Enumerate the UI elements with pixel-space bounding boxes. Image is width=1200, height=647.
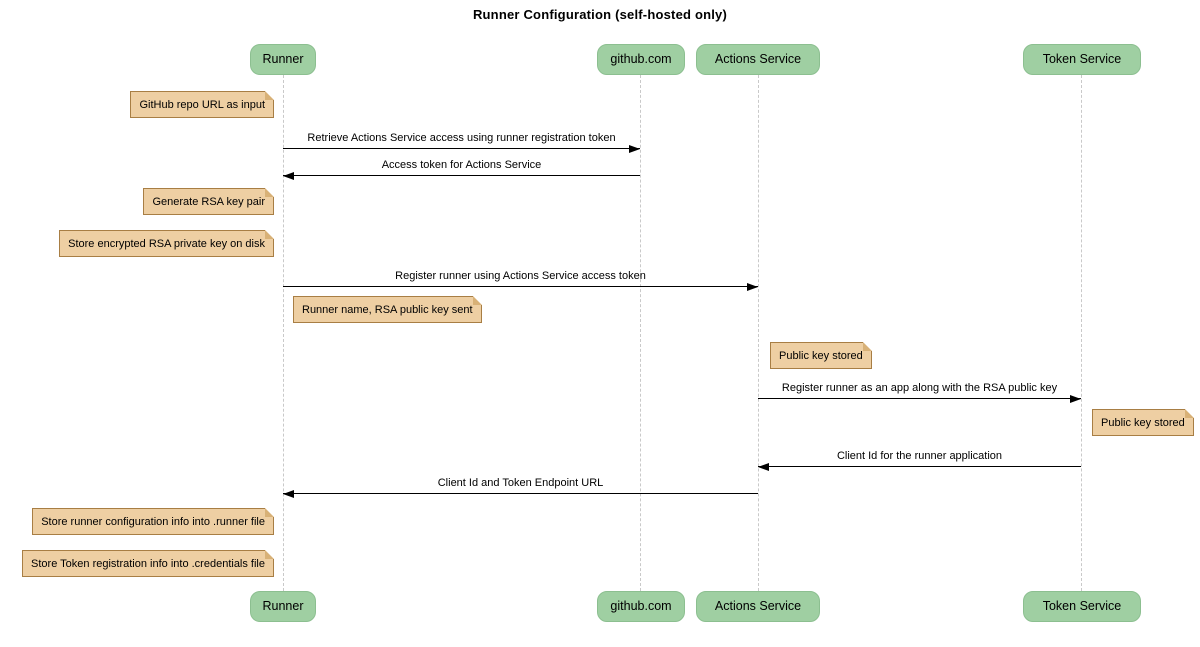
note: GitHub repo URL as input <box>130 91 274 118</box>
message-label: Client Id for the runner application <box>836 450 1003 462</box>
message-line <box>283 493 758 494</box>
participant-actions-service-bottom: Actions Service <box>696 591 820 622</box>
note: Public key stored <box>1092 409 1194 436</box>
participant-github-bottom: github.com <box>597 591 685 622</box>
message-label: Register runner as an app along with the… <box>781 382 1058 394</box>
arrowhead-right-icon <box>1070 395 1081 403</box>
arrowhead-right-icon <box>747 283 758 291</box>
note: Store runner configuration info into .ru… <box>32 508 274 535</box>
participant-token-service-bottom: Token Service <box>1023 591 1141 622</box>
participant-runner-bottom: Runner <box>250 591 316 622</box>
message-line <box>758 398 1081 399</box>
diagram-title: Runner Configuration (self-hosted only) <box>472 7 728 22</box>
note: Generate RSA key pair <box>143 188 274 215</box>
message-line <box>283 148 640 149</box>
participant-github-top: github.com <box>597 44 685 75</box>
arrowhead-left-icon <box>283 490 294 498</box>
note: Runner name, RSA public key sent <box>293 296 482 323</box>
message-line <box>283 286 758 287</box>
participant-runner-top: Runner <box>250 44 316 75</box>
message-label: Retrieve Actions Service access using ru… <box>307 132 616 144</box>
participant-token-service-top: Token Service <box>1023 44 1141 75</box>
participant-actions-service-top: Actions Service <box>696 44 820 75</box>
lifeline-runner <box>283 75 284 591</box>
note: Public key stored <box>770 342 872 369</box>
message-label: Access token for Actions Service <box>381 159 542 171</box>
message-line <box>758 466 1081 467</box>
lifeline-token-service <box>1081 75 1082 591</box>
message-label: Client Id and Token Endpoint URL <box>437 477 604 489</box>
message-line <box>283 175 640 176</box>
arrowhead-left-icon <box>758 463 769 471</box>
arrowhead-right-icon <box>629 145 640 153</box>
lifeline-actions-service <box>758 75 759 591</box>
note: Store encrypted RSA private key on disk <box>59 230 274 257</box>
message-label: Register runner using Actions Service ac… <box>395 270 646 282</box>
arrowhead-left-icon <box>283 172 294 180</box>
note: Store Token registration info into .cred… <box>22 550 274 577</box>
lifeline-github <box>640 75 641 591</box>
